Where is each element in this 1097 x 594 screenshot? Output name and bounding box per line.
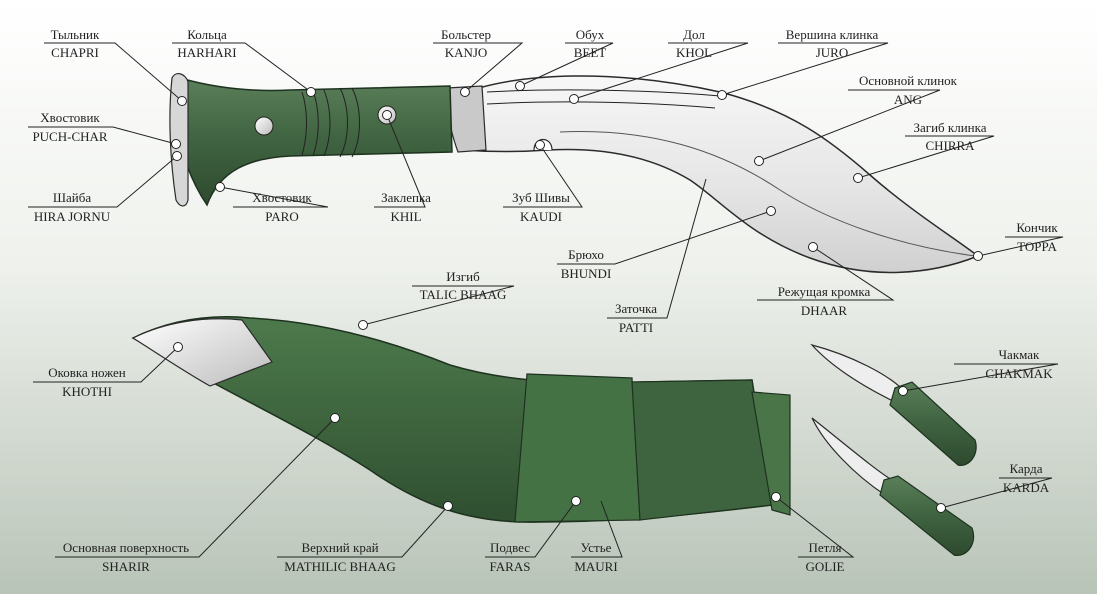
label-bhundi-en: BHUNDI <box>561 266 612 281</box>
label-bhundi-ru: Брюхо <box>568 247 604 262</box>
label-chakmak-ru: Чакмак <box>999 347 1040 362</box>
label-ang-en: ANG <box>894 92 922 107</box>
label-golie-ru: Петля <box>809 540 842 555</box>
label-toppa-en: TOPPA <box>1017 239 1057 254</box>
label-mauri-ru: Устье <box>581 540 612 555</box>
label-ang-ru: Основной клинок <box>859 73 958 88</box>
label-khothi-en: KHOTHI <box>62 384 112 399</box>
label-juro-en: JURO <box>816 45 849 60</box>
label-mathilic-bhaag-ru: Верхний край <box>301 540 378 555</box>
label-dhaar-ru: Режущая кромка <box>778 284 871 299</box>
label-beet-en: BEET <box>574 45 607 60</box>
label-chirra-ru: Загиб клинка <box>913 120 986 135</box>
label-talic-bhaag-ru: Изгиб <box>446 269 480 284</box>
label-mauri-en: MAURI <box>574 559 617 574</box>
label-harhari-en: HARHARI <box>177 45 236 60</box>
label-mathilic-bhaag-en: MATHILIC BHAAG <box>284 559 396 574</box>
label-kaudi-ru: Зуб Шивы <box>512 190 570 205</box>
label-beet-ru: Обух <box>576 27 605 42</box>
chakmak-knife <box>810 343 977 466</box>
label-patti-en: PATTI <box>619 320 653 335</box>
label-sharir-ru: Основная поверхность <box>63 540 189 555</box>
label-patti-ru: Заточка <box>615 301 657 316</box>
leader-lines <box>28 42 1064 558</box>
label-juro-ru: Вершина клинка <box>786 27 879 42</box>
label-puch-char-ru: Хвостовик <box>40 110 100 125</box>
label-golie-en: GOLIE <box>806 559 845 574</box>
label-karda-ru: Карда <box>1010 461 1043 476</box>
label-chapri-ru: Тыльник <box>51 27 100 42</box>
sheath <box>131 316 791 523</box>
label-kanjo-ru: Больстер <box>441 27 491 42</box>
label-khol-en: KHOL <box>676 45 712 60</box>
label-sharir-en: SHARIR <box>102 559 150 574</box>
label-khil-en: KHIL <box>390 209 421 224</box>
label-toppa-ru: Кончик <box>1016 220 1058 235</box>
karda-knife <box>811 417 975 556</box>
label-chapri-en: CHAPRI <box>51 45 99 60</box>
label-harhari-ru: Кольца <box>187 27 227 42</box>
label-paro-en: PARO <box>265 209 298 224</box>
label-puch-char-en: PUCH-CHAR <box>32 129 107 144</box>
label-faras-en: FARAS <box>490 559 531 574</box>
label-kanjo-en: KANJO <box>445 45 488 60</box>
label-talic-bhaag-en: TALIC BHAAG <box>420 287 507 302</box>
label-chirra-en: CHIRRA <box>925 138 975 153</box>
label-khil-ru: Заклепка <box>381 190 431 205</box>
label-kaudi-en: KAUDI <box>520 209 562 224</box>
labels: Тыльник CHAPRI Кольца HARHARI Больстер K… <box>32 27 1058 574</box>
label-khol-ru: Дол <box>683 27 705 42</box>
label-chakmak-en: CHAKMAK <box>985 366 1053 381</box>
label-paro-ru: Хвостовик <box>252 190 312 205</box>
label-karda-en: KARDA <box>1003 480 1050 495</box>
label-hira-jornu-en: HIRA JORNU <box>34 209 111 224</box>
label-dhaar-en: DHAAR <box>801 303 848 318</box>
marker-dots <box>171 81 983 513</box>
label-khothi-ru: Оковка ножен <box>48 365 126 380</box>
label-faras-ru: Подвес <box>490 540 530 555</box>
kukri-handle <box>169 73 453 207</box>
label-hira-jornu-ru: Шайба <box>53 190 91 205</box>
